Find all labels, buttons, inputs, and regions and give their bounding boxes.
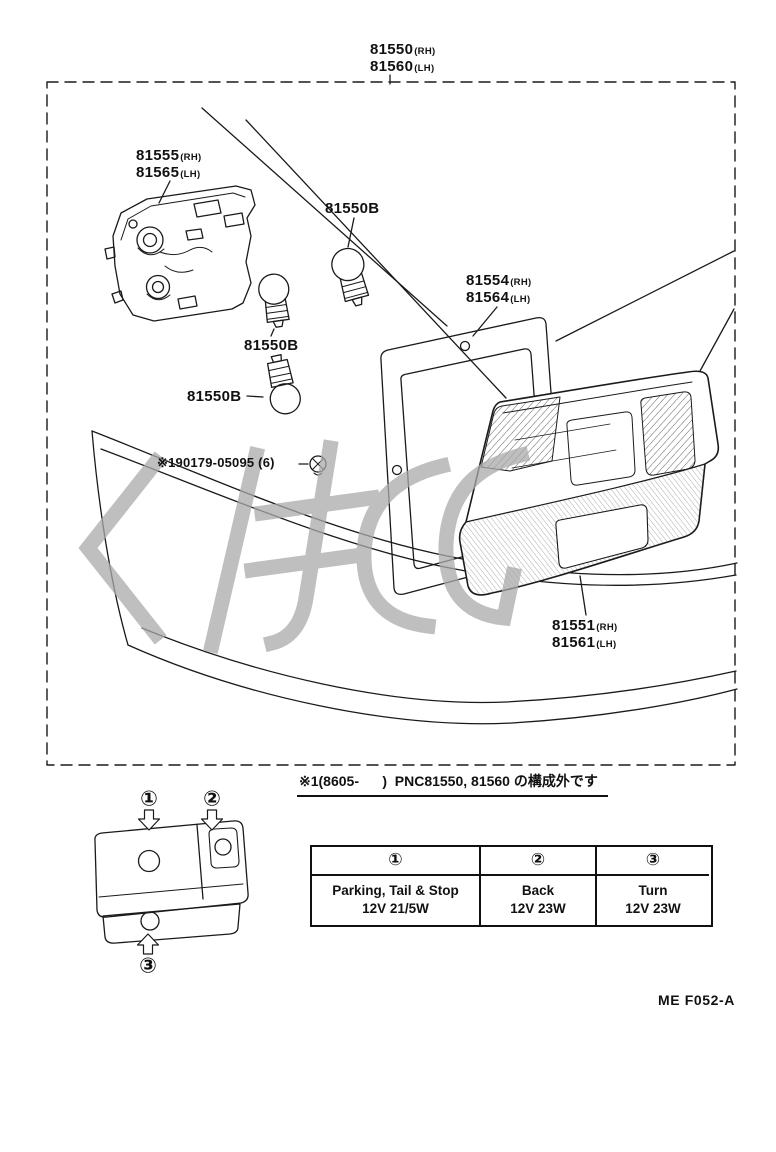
footnote: ※1(8605- ) PNC81550, 81560 の構成外です [297,771,608,797]
block-arrows [136,809,224,955]
part-label-lamp-assy: 81550(RH) 81560(LH) [370,41,435,75]
side-suffix: (LH) [510,294,531,306]
table-header-3: ③ [597,847,709,876]
part-number-line: 81551(RH) [552,617,617,634]
bulb-drawing-lower [266,354,301,415]
part-number: 81550B [325,200,380,217]
part-number: 81554 [466,272,510,289]
down-arrow-icon [137,809,161,831]
part-number-line: 81555(RH) [136,147,201,164]
bulb-function: Back [521,883,555,898]
part-number: 81564 [466,289,510,307]
bulb-function: Turn [638,883,668,898]
part-label-bulb-lower: 81550B [187,388,241,405]
bulb-spec: 12V 23W [510,900,566,916]
table-header-1: ① [312,847,481,876]
dashed-frame [46,81,736,766]
down-arrow-icon [200,809,224,831]
table-cell-parking: Parking, Tail & Stop 12V 21/5W [312,876,481,926]
part-number: 81550 [370,41,414,58]
side-suffix: (LH) [414,63,435,75]
part-number: 81550B [244,337,299,354]
bulb-socket-panel-drawing [104,185,256,322]
part-number: 81551 [552,617,596,634]
part-number: 81565 [136,164,180,182]
bulb-spec: 12V 21/5W [362,900,429,916]
part-label-gasket: 81554(RH) 81564(LH) [466,272,531,306]
part-number-line: 81554(RH) [466,272,531,289]
rear-view-diagram [94,820,249,944]
part-label-screw: ※190179-05095 (6) [157,455,275,471]
side-suffix: (RH) [414,46,436,57]
part-number: 81560 [370,58,414,76]
bulb-spec: 12V 23W [625,900,681,916]
part-number: ※190179-05095 (6) [157,455,275,470]
part-number-line: 81560(LH) [370,58,435,75]
part-label-socket-panel: 81555(RH) 81565(LH) [136,147,201,181]
side-suffix: (LH) [596,639,617,651]
part-label-lens: 81551(RH) 81561(LH) [552,617,617,651]
part-number-line: 81565(LH) [136,164,201,181]
bulb-drawing-top [331,247,370,307]
watermark [78,439,531,654]
part-number: 81555 [136,147,180,164]
part-number: 81550B [187,388,242,405]
lens-drawing [458,370,720,596]
side-suffix: (RH) [510,277,532,288]
leader-lines [158,74,735,616]
part-label-bulb-top: 81550B [325,200,379,217]
callout-3-icon: ③ [139,953,157,978]
up-arrow-icon [136,933,160,955]
side-suffix: (LH) [180,169,201,181]
part-number: 81561 [552,634,596,652]
table-header-2: ② [481,847,597,876]
table-cell-back: Back 12V 23W [481,876,597,926]
part-label-bulb-middle: 81550B [244,337,298,354]
table-cell-turn: Turn 12V 23W [597,876,709,925]
side-suffix: (RH) [180,152,202,163]
part-number-line: 81564(LH) [466,289,531,306]
callout-2-icon: ② [203,786,221,811]
callout-1-icon: ① [140,786,158,811]
side-suffix: (RH) [596,622,618,633]
bulb-spec-table: ① ② ③ Parking, Tail & Stop 12V 21/5W Bac… [310,845,713,928]
bulb-function: Parking, Tail & Stop [332,883,459,898]
part-number-line: 81550(RH) [370,41,435,58]
part-number-line: 81561(LH) [552,634,617,651]
figure-code: ME F052-A [658,992,735,1008]
bulb-drawing-middle [258,273,290,328]
